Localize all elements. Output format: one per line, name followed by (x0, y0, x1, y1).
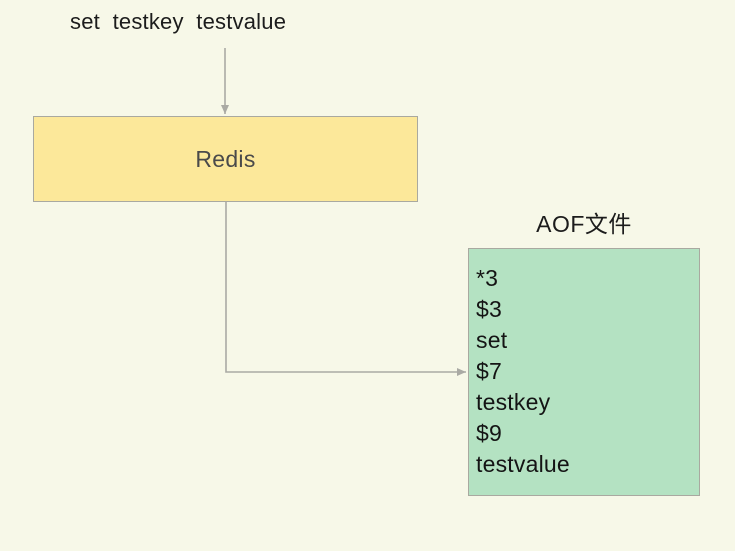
redis-node[interactable]: Redis (33, 116, 418, 202)
aof-line: $3 (476, 296, 502, 322)
aof-file-node[interactable]: *3 $3 set $7 testkey $9 testvalue (468, 248, 700, 496)
aof-file-caption: AOF文件 (536, 211, 632, 237)
aof-line: *3 (476, 265, 499, 291)
redis-node-label: Redis (195, 145, 256, 172)
aof-line: testkey (476, 389, 551, 415)
command-text: set testkey testvalue (70, 9, 287, 34)
aof-line: set (476, 327, 508, 353)
aof-line: $7 (476, 358, 502, 384)
aof-line: testvalue (476, 451, 570, 477)
redis-to-aof-arrow (225, 202, 466, 376)
aof-line: $9 (476, 420, 502, 446)
